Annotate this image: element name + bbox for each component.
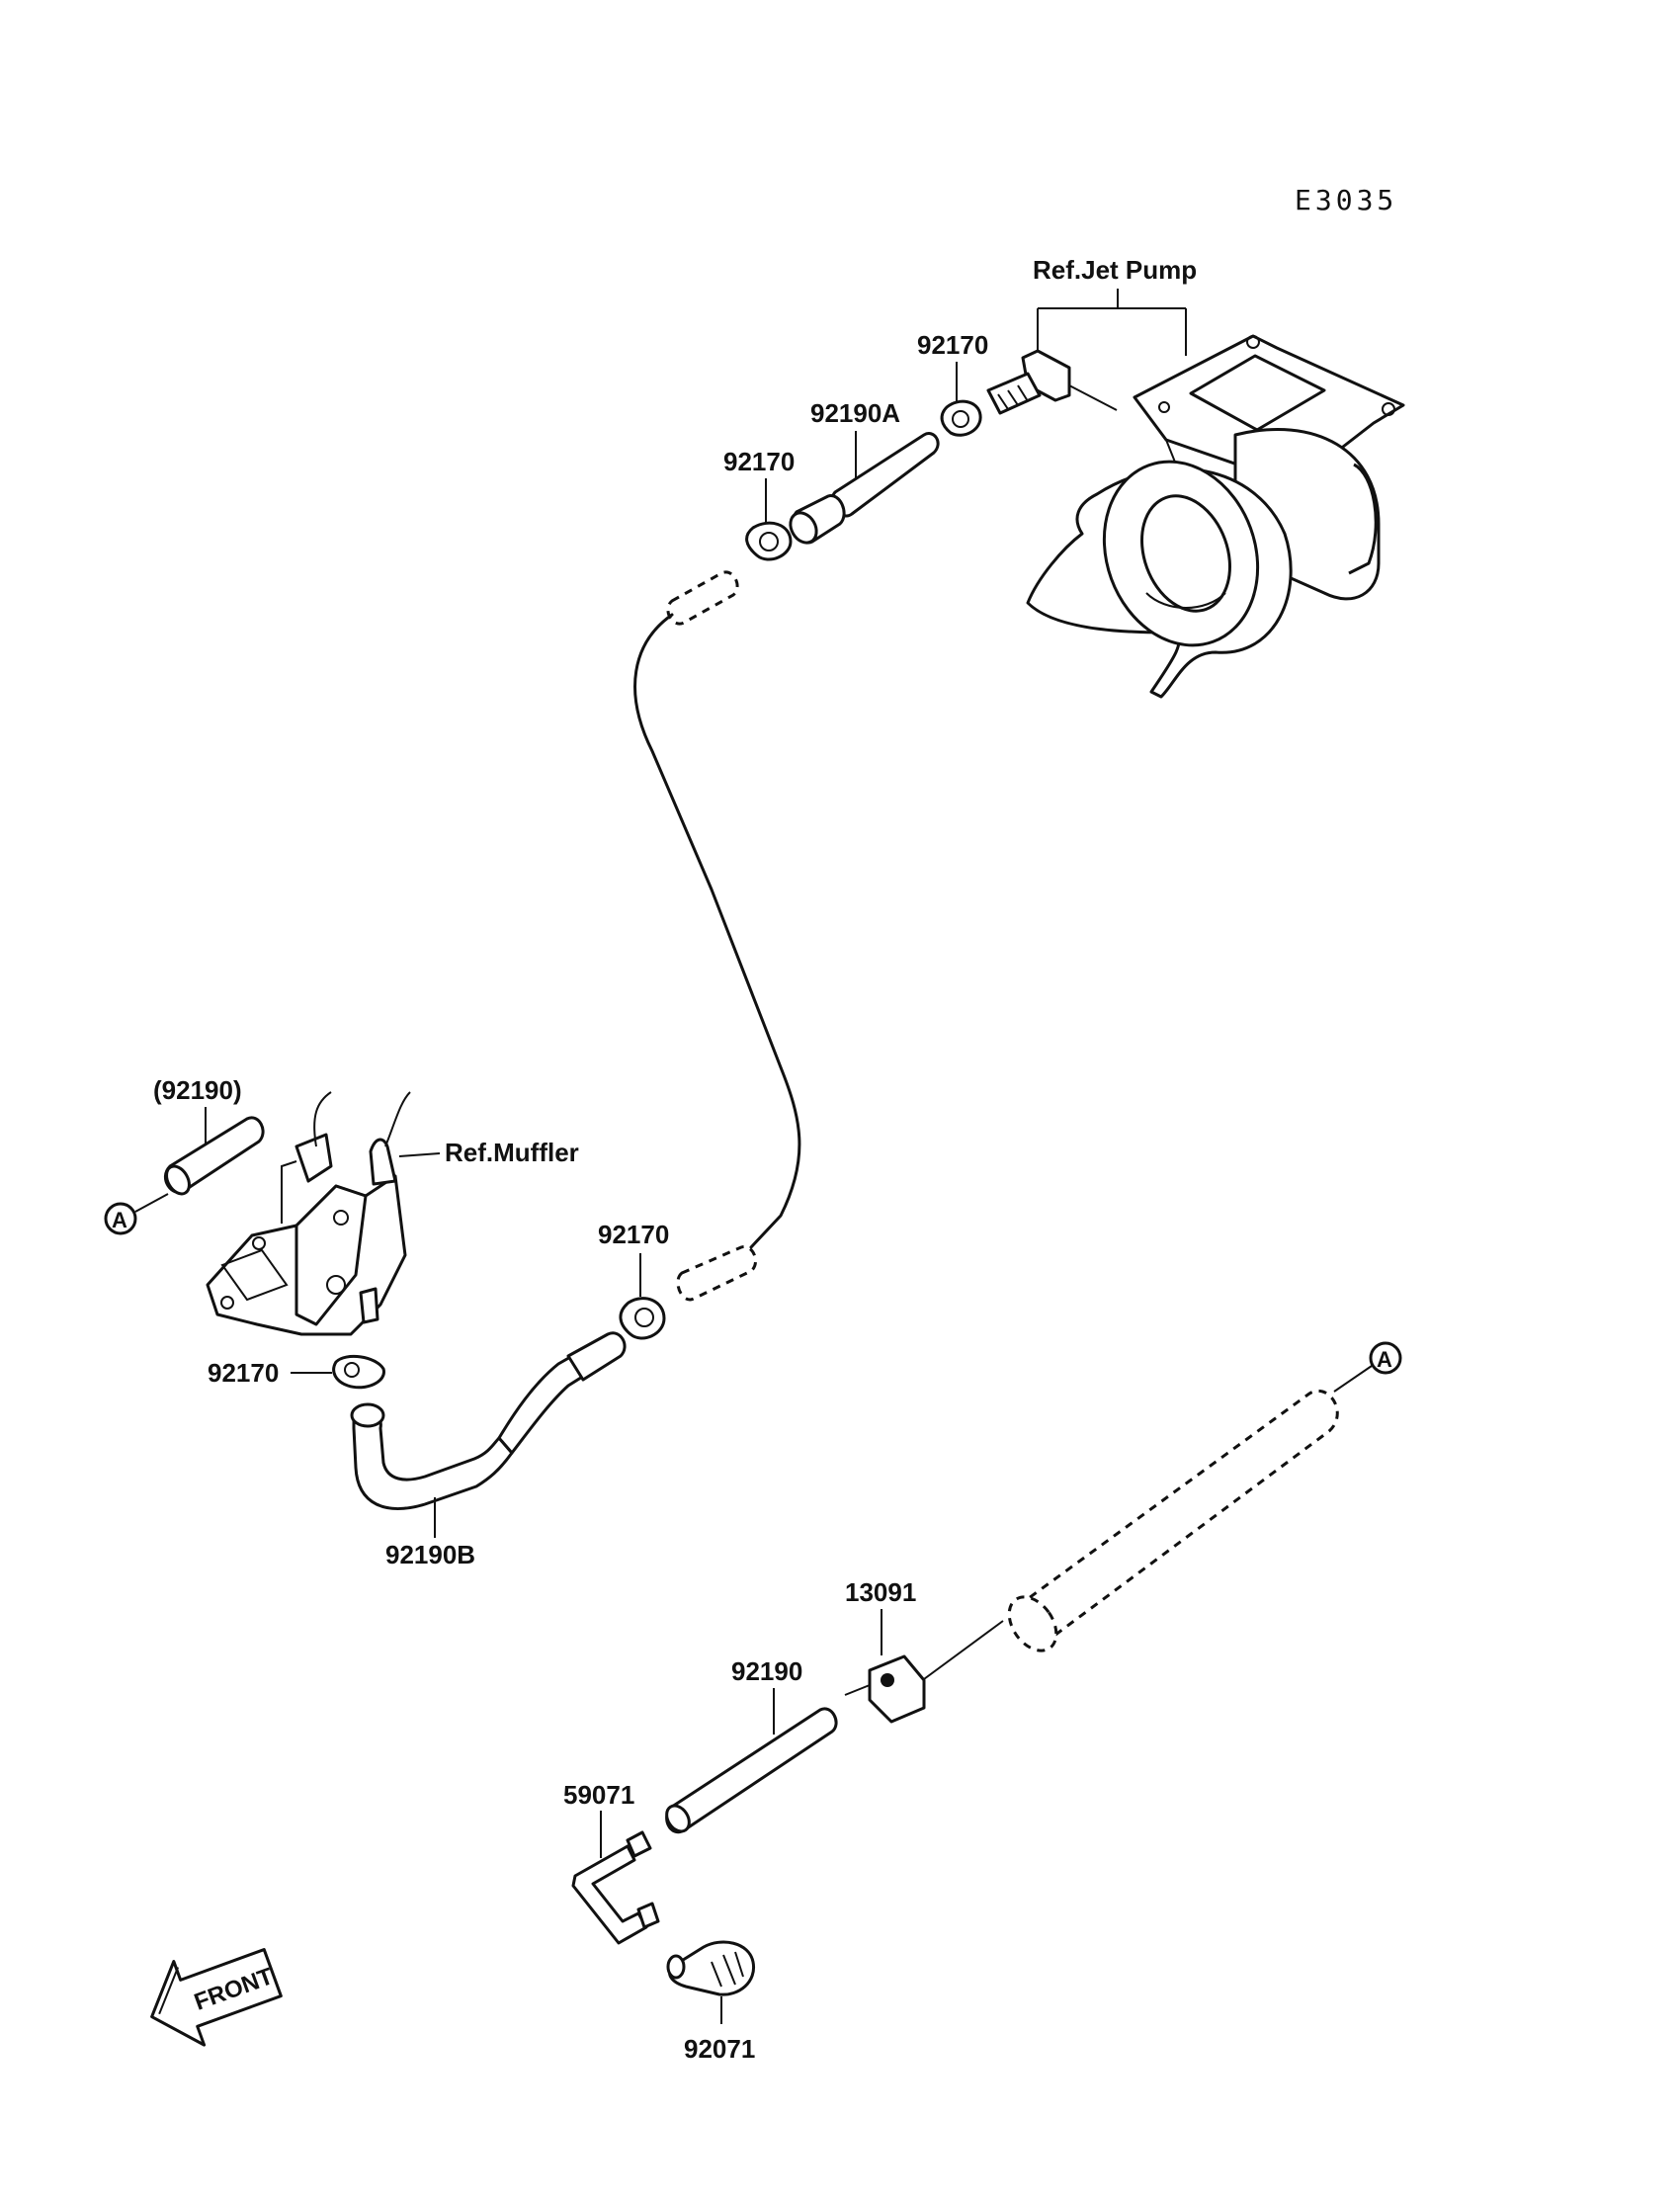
muffler-front-face <box>294 1184 368 1326</box>
jet-pump-drawing: Ref.Jet Pump <box>986 255 1405 699</box>
hose-92190b-group: 92190B <box>350 1331 627 1569</box>
ref-muffler-label: Ref.Muffler <box>445 1138 579 1167</box>
holder-group: 13091 <box>844 1577 926 1724</box>
long-hose-line <box>633 613 801 1249</box>
leader-marker-a-right <box>1333 1365 1373 1393</box>
nozzle-inner <box>1140 494 1231 613</box>
pipe-59071-tip <box>636 1902 660 1929</box>
bolt-tip <box>666 1954 686 1980</box>
muffler-pipe-line <box>313 1091 332 1147</box>
clamp-hole <box>344 1362 360 1378</box>
holder-hole <box>881 1673 894 1687</box>
front-arrow-shade <box>158 1967 180 2015</box>
hose-92190b-lower <box>352 1407 514 1510</box>
hose-end-hidden <box>666 570 739 626</box>
hose-92190-end <box>665 1804 691 1833</box>
callout-92071: 92071 <box>684 2034 755 2064</box>
callout-92190a: 92190A <box>810 398 900 428</box>
bolt-knurl <box>711 1951 744 1988</box>
hidden-tube-group: A <box>908 1341 1402 1691</box>
plate-hole <box>1382 402 1395 416</box>
nozzle-detail <box>1145 592 1226 609</box>
muffler-nipple <box>369 1138 397 1186</box>
callout-92170-mid: 92170 <box>598 1220 669 1249</box>
marker-a-right-label: A <box>1377 1347 1392 1372</box>
callout-92170-muffler: 92170 <box>208 1358 279 1388</box>
front-arrow-shape <box>150 1948 283 2047</box>
marker-a-left-label: A <box>112 1208 127 1232</box>
muffler-drawing: (92190) A Ref.Muffler 92170 <box>104 1075 579 1390</box>
hose-end <box>165 1164 191 1196</box>
hose-clamp <box>619 1297 666 1340</box>
clamp-hole <box>634 1308 654 1327</box>
muffler-pipe-line <box>384 1091 411 1147</box>
front-arrow: FRONT <box>150 1948 283 2047</box>
hose-92190 <box>665 1707 838 1834</box>
muffler-detail <box>281 1160 297 1224</box>
pump-plate-rib <box>1189 354 1326 432</box>
callout-92190b: 92190B <box>385 1540 475 1569</box>
bolt-92071 <box>668 1940 756 1996</box>
holder-13091 <box>868 1654 926 1724</box>
plate-hole <box>1246 335 1260 349</box>
flange-bolt <box>220 1296 234 1310</box>
ref-bracket <box>1037 289 1187 361</box>
marker-a-right <box>1369 1341 1402 1375</box>
muffler-top-fitting <box>294 1133 333 1183</box>
callout-92190: 92190 <box>731 1656 802 1686</box>
hidden-tube <box>1015 1390 1339 1644</box>
pump-housing-side <box>1348 463 1378 575</box>
hose-clamp <box>940 399 982 437</box>
callout-13091: 13091 <box>845 1577 916 1607</box>
callout-92170-top-right: 92170 <box>917 330 988 360</box>
hose-92190b-cuff <box>566 1331 627 1382</box>
muffler-port <box>333 1210 349 1226</box>
hose-clamp <box>745 521 793 561</box>
leader-elbow-pump <box>1068 384 1118 411</box>
hidden-tube-end <box>1007 1595 1058 1652</box>
upper-hose-chain: 92170 92190A 92170 92170 <box>598 330 988 1340</box>
hose-92190b-end <box>350 1402 385 1428</box>
muffler-port <box>326 1275 346 1295</box>
bolt-92071-group: 92071 <box>666 1940 756 2064</box>
pipe-59071-tip <box>626 1830 652 1858</box>
pump-nipple <box>986 372 1042 415</box>
leader-ref-muffler <box>398 1152 441 1157</box>
leader-holder-hose <box>844 1684 871 1696</box>
leader-marker-a-left <box>134 1193 169 1213</box>
callout-92170-top-left: 92170 <box>723 447 795 476</box>
ref-jet-pump-label: Ref.Jet Pump <box>1033 255 1197 285</box>
coupling-end <box>789 511 818 545</box>
marker-a-left <box>104 1202 137 1235</box>
plate-hole <box>1158 401 1170 413</box>
leader-tube-holder <box>908 1620 1004 1691</box>
clamp-hole <box>759 532 779 551</box>
flange-bolt <box>252 1236 266 1250</box>
nipple-ridges <box>997 384 1029 410</box>
muffler-drain <box>359 1287 379 1324</box>
pipe-59071 <box>571 1844 648 1945</box>
pipe-59071-group: 59071 <box>563 1780 660 1945</box>
muffler-flange <box>220 1248 289 1302</box>
hose-92190-group: 92190 <box>665 1656 838 1834</box>
clamp-hole <box>952 410 969 428</box>
callout-59071: 59071 <box>563 1780 634 1810</box>
callout-92190-ref: (92190) <box>153 1075 242 1105</box>
diagram-code: E3035 <box>1295 184 1397 216</box>
hose-92190a <box>830 432 940 518</box>
hose-end-hidden-lower <box>676 1245 757 1302</box>
